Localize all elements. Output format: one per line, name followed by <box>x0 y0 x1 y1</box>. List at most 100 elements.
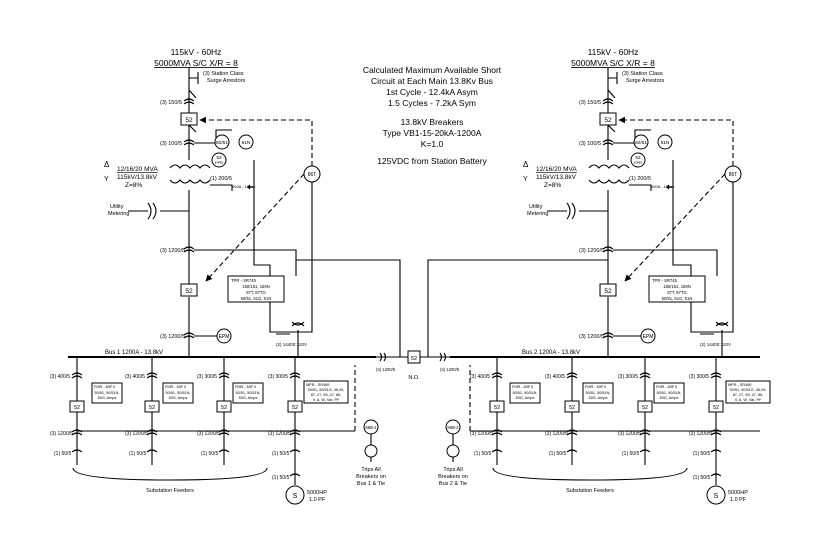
mpr-line2: 87, 27, 59, 47, 86, <box>733 393 764 397</box>
feeder-fmr-relay <box>232 382 264 404</box>
right-feeder-2: (3) 400/5 52 FMR - MIF II 50/51, 50/51N,… <box>545 357 614 465</box>
left-utility-metering <box>128 202 189 220</box>
feeder-fmr-relay <box>582 382 614 404</box>
left-relay-fpr-label: FPR <box>215 160 223 165</box>
motor-symbol <box>706 485 726 505</box>
fmr-line2: 50G, Amps <box>589 396 608 400</box>
right-incoming-section: 115kV - 60Hz 5000MVA S/C X/R = 8 (3) Sta… <box>523 47 742 356</box>
fmr-line1: 50/51, 50/51N, <box>166 391 191 395</box>
mpr-line1: 50/51, 50/51G, 46,49, <box>308 388 345 392</box>
right-surge-label-1: (3) Station Class <box>622 71 663 77</box>
right-trip-line-hv <box>618 116 734 166</box>
left-pt-label: (2) 14400:120V <box>276 342 307 347</box>
left-surge-label-1: (3) Station Class <box>203 71 244 77</box>
left-main-breaker-label: 52 <box>185 288 193 295</box>
right-feeder-3: (3) 300/5 52 FMR - MIF II 50/51, 50/51N,… <box>618 357 685 465</box>
right-ct-tpr-wiring-2 <box>672 160 692 276</box>
trip1-line2: Breakers on <box>356 474 386 480</box>
fmr-line2: 50G, Amps <box>98 396 117 400</box>
motor-ct-b-label: (3) 1200/5 <box>268 431 291 437</box>
note-line-4: 1.5 Cycles - 7.2kA Sym <box>388 98 476 108</box>
feeder-fmr-relay <box>653 382 685 404</box>
right-surge-arrester <box>608 72 618 84</box>
left-relay-86t-label: 86T <box>308 172 317 178</box>
left-feeder-3: (3) 300/5 52 FMR - MIF II 50/51, 50/51N,… <box>197 357 264 465</box>
motor-breaker-label: 52 <box>292 405 298 411</box>
right-tx-rating: 12/16/20 MVA <box>536 166 577 173</box>
trip1-line1: Trips All <box>361 467 380 473</box>
right-main-breaker <box>599 283 617 297</box>
fmr-line1: 50/51, 50/51N, <box>586 391 611 395</box>
feeder-ct-label: (3) 400/5 <box>50 374 70 380</box>
left-feeder-2: (3) 400/5 52 FMR - MIF II 50/51, 50/51N,… <box>125 357 194 465</box>
right-tpr-line3: 50/51, 51G, 51N <box>662 296 693 301</box>
right-utility-label: Utility <box>529 204 543 210</box>
mpr-line2: 87, 27, 59, 47, 86, <box>311 393 342 397</box>
motor-breaker <box>287 400 303 413</box>
left-epm <box>216 328 232 344</box>
right-ct1200-label: (3) 1200/5 <box>579 248 604 254</box>
relay-86b-1-coil <box>364 444 378 458</box>
left-relay-50-51-label: 50/51 <box>216 140 228 146</box>
feeder-breaker <box>564 400 580 413</box>
right-pt-label: (2) 14400:120V <box>700 342 731 347</box>
left-tx-wye-symbol: Y <box>104 176 109 183</box>
left-tpr-line1: 150/151, 159N <box>242 284 269 289</box>
feeder-breaker <box>637 400 653 413</box>
fmr-line1: 50/51, 50/51N, <box>513 391 538 395</box>
right-tpr-relay <box>648 275 706 303</box>
left-transformer-secondary <box>169 179 211 184</box>
left-ct1200-label: (3) 1200/5 <box>160 248 185 254</box>
left-hv-disconnect <box>188 124 197 133</box>
right-relay-63 <box>630 152 646 168</box>
feeder-ct-b-label: (3) 1200/5 <box>618 431 641 437</box>
left-tpr-line3: 50/51, 51G, 51N <box>241 296 272 301</box>
feeder-ct-c-label: (1) 50/5 <box>549 451 566 457</box>
feeder-ct-c <box>491 449 503 453</box>
right-tpr-title: TPR - SR745 <box>652 278 678 283</box>
feeder-fmr-relay <box>162 382 194 404</box>
left-trip-line-main <box>205 173 305 282</box>
fmr-title: FMR - MIF II <box>585 385 606 389</box>
left-main-breaker <box>180 283 198 297</box>
right-relay-fpr-label: FPR <box>634 160 642 165</box>
right-neutral-ground <box>629 184 652 191</box>
left-source-sc: 5000MVA S/C X/R = 8 <box>154 58 238 68</box>
tie-no-label: N.O. <box>408 375 420 381</box>
tie-link-left <box>296 259 401 357</box>
right-tpr-line1: 150/151, 159N <box>663 284 690 289</box>
right-feeders: (3) 400/5 52 FMR - MIF II 50/51, 50/51N,… <box>438 357 771 505</box>
right-ct1200b <box>602 332 614 339</box>
fmr-title: FMR - MIF II <box>165 385 186 389</box>
right-relay-50-51 <box>633 134 649 150</box>
right-ground-symbol <box>665 184 673 190</box>
right-tx-z: Z=8% <box>544 182 561 189</box>
feeder-breaker-label: 52 <box>494 405 500 411</box>
mpr-line1: 50/51, 50/51G, 46,49, <box>730 388 767 392</box>
tie-breaker-label: 52 <box>411 356 417 362</box>
right-ct100-label: (3) 100/5 <box>579 141 601 147</box>
left-surge-arrester <box>189 72 199 84</box>
feeder-ct-b-label: (3) 1200/5 <box>197 431 220 437</box>
motor-mpr-relay <box>725 380 771 404</box>
motor-ct <box>289 372 301 379</box>
feeder-ct-b-label: (3) 1200/5 <box>545 431 568 437</box>
right-86t-wiring <box>690 182 734 333</box>
left-feeders-label: Substation Feeders <box>146 488 194 494</box>
left-relay-63-label: 63 <box>216 155 222 160</box>
left-ground-symbol <box>246 184 254 190</box>
left-ct100-label: (3) 100/5 <box>160 141 182 147</box>
feeder-ct-c <box>639 449 651 453</box>
tie-ct-left-label: (3) 1200/5 <box>376 367 396 372</box>
motor-ct-c-label: (1) 50/5 <box>272 451 289 457</box>
relay-86b-2-label: 86B-2 <box>447 425 459 430</box>
feeder-ct-label: (3) 400/5 <box>125 374 145 380</box>
feeder-ct-c-label: (1) 50/5 <box>129 451 146 457</box>
feeder-fmr-relay <box>91 382 123 404</box>
right-feeders-label: Substation Feeders <box>566 488 614 494</box>
right-metering-label: Metering <box>527 211 548 217</box>
left-feeder-brace <box>72 467 268 481</box>
feeder-ct-label: (3) 400/5 <box>470 374 490 380</box>
right-hv-disconnect <box>607 124 616 133</box>
